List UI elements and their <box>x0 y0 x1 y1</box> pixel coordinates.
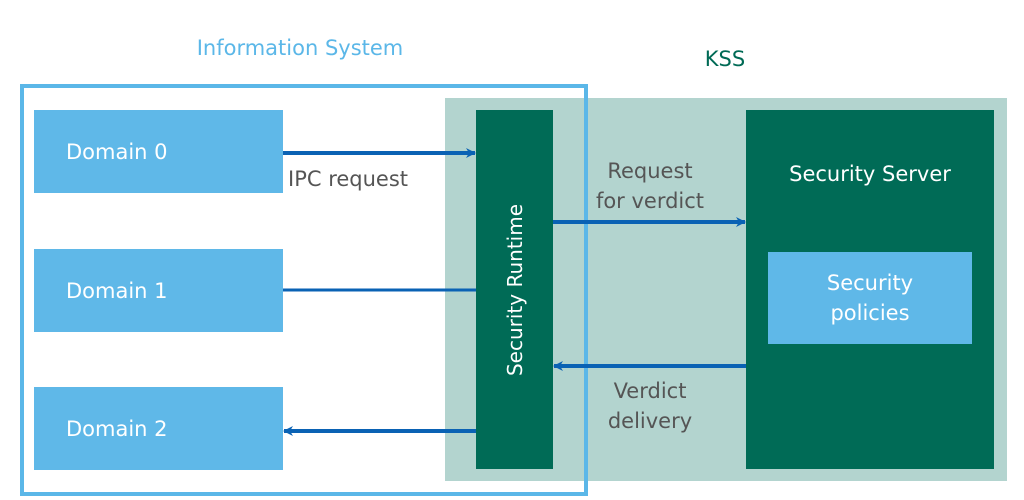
request-for-verdict-label: Request for verdict <box>570 156 730 216</box>
kss-title: KSS <box>704 47 746 71</box>
verdict-delivery-line2: delivery <box>607 409 693 433</box>
domain-1-label: Domain 1 <box>66 278 168 303</box>
security-server-label: Security Server <box>789 162 951 186</box>
information-system-border <box>20 84 588 496</box>
security-policies-line2: policies <box>830 301 910 325</box>
domain-0-box: Domain 0 <box>34 110 283 193</box>
domain-1-box: Domain 1 <box>34 249 283 332</box>
security-runtime-box: Security Runtime <box>476 110 553 469</box>
ipc-request-label: IPC request <box>288 167 409 191</box>
request-for-verdict-line2: for verdict <box>595 189 705 213</box>
security-policies-box: Security policies <box>768 252 972 344</box>
domain-0-label: Domain 0 <box>66 139 168 164</box>
request-for-verdict-line1: Request <box>607 159 693 183</box>
domain-2-box: Domain 2 <box>34 387 283 470</box>
verdict-delivery-line1: Verdict <box>613 379 687 403</box>
domain-2-label: Domain 2 <box>66 416 168 441</box>
information-system-title: Information System <box>196 36 404 60</box>
verdict-delivery-label: Verdict delivery <box>570 376 730 436</box>
security-policies-line1: Security <box>826 271 914 295</box>
